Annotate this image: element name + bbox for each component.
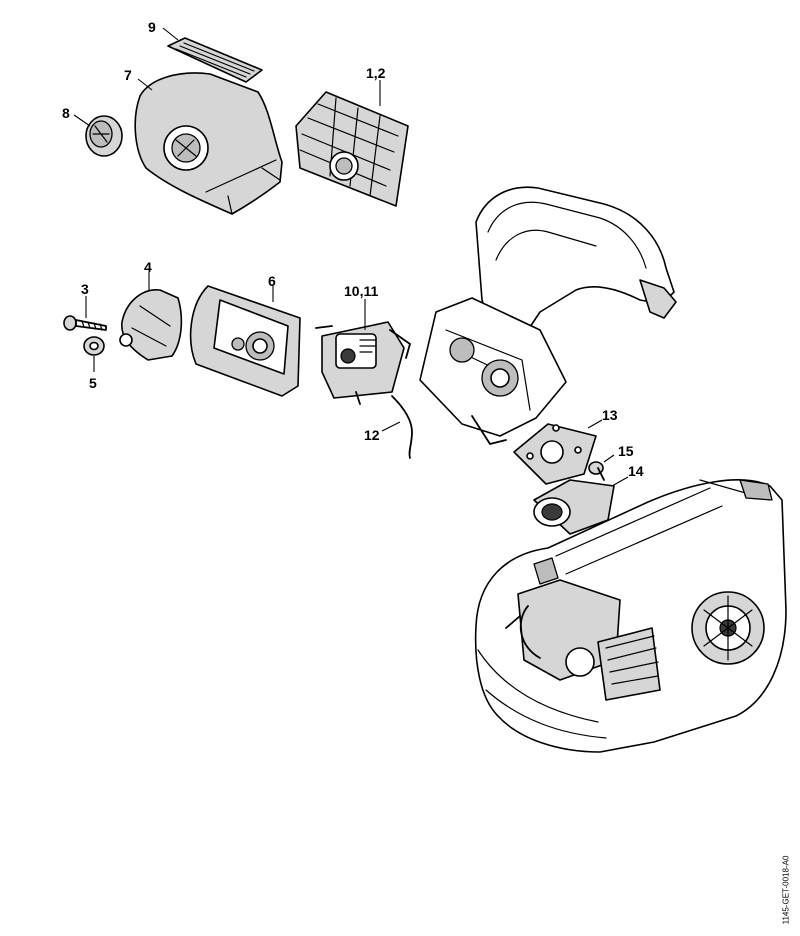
handle-housing [419,186,677,445]
callout-label: 1,2 [366,65,386,81]
callout-labels: 9 7 1,2 8 4 6 10,11 3 5 12 13 15 14 [62,19,644,479]
callout-label: 9 [148,19,156,35]
part-6-filter-base [189,285,301,397]
part-5-washer [83,336,105,356]
callout-label: 4 [144,259,152,275]
chainsaw-engine-body [474,479,787,753]
callout-label: 5 [89,375,97,391]
callout-label: 14 [628,463,644,479]
callout-label: 8 [62,105,70,121]
document-reference-code: 1145-GET-0018-A0 [778,848,794,932]
callout-label: 13 [602,407,618,423]
part-12-tube [391,395,413,459]
part-13-gasket [513,423,597,485]
part-10-11-carburetor [315,321,411,405]
leader-lines [73,27,629,487]
part-15-screw [588,461,605,481]
callout-label: 6 [268,273,276,289]
part-14-intake-manifold [533,479,615,535]
callout-label: 10,11 [344,283,378,299]
part-1-2-air-filter [295,91,409,207]
callout-label: 3 [81,281,89,297]
reference-code-text: 1145-GET-0018-A0 [781,855,791,925]
callout-label: 15 [618,443,634,459]
part-7-shroud-cover [134,72,283,215]
callout-label: 7 [124,67,132,83]
part-9-grille [167,37,263,83]
callout-label: 12 [364,427,380,443]
part-8-knob [85,115,123,157]
part-4-cover [119,289,183,361]
part-3-screw [63,315,107,331]
